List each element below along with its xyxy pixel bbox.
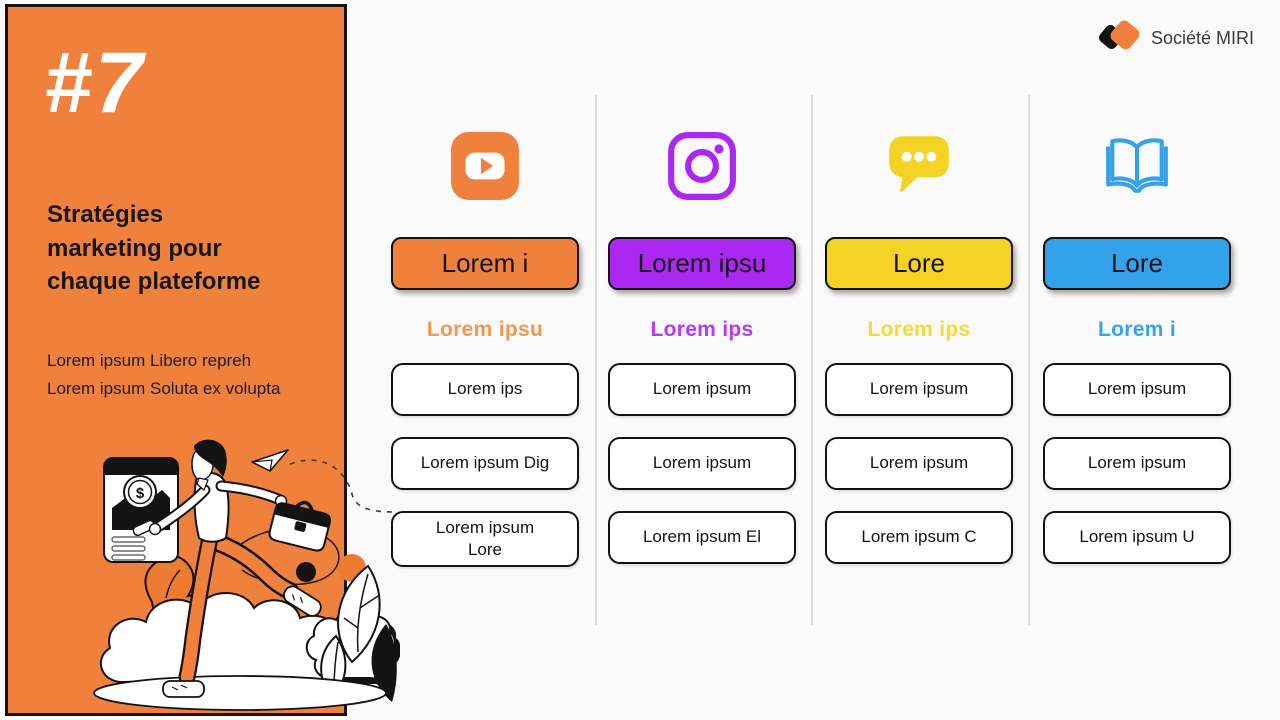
page-title: Stratégies marketing pour chaque platefo… bbox=[47, 201, 261, 296]
platform-button-youtube[interactable]: Lorem i bbox=[391, 237, 579, 290]
marketing-illustration: $ bbox=[93, 439, 400, 711]
list-item[interactable]: Lorem ipsum Lore bbox=[391, 511, 579, 568]
slide-number: #7 bbox=[44, 35, 146, 131]
column-heading: Lorem i bbox=[1098, 318, 1176, 341]
column-divider bbox=[595, 95, 597, 625]
briefcase bbox=[268, 500, 331, 552]
list-item[interactable]: Lorem ipsum bbox=[608, 363, 796, 416]
column-instagram: Lorem ipsu Lorem ips Lorem ipsum Lorem i… bbox=[594, 0, 810, 564]
page-subtitle: Lorem ipsum Libero repreh Lorem ipsum So… bbox=[47, 351, 281, 398]
flight-path bbox=[289, 459, 398, 513]
column-heading: Lorem ipsu bbox=[426, 318, 544, 341]
runner bbox=[132, 439, 322, 698]
column-youtube: Lorem i Lorem ipsu Lorem ips Lorem ipsum… bbox=[377, 0, 593, 568]
youtube-icon bbox=[449, 130, 521, 202]
column-heading: Lorem ips bbox=[650, 318, 754, 341]
book-icon bbox=[1101, 130, 1173, 202]
list-item[interactable]: Lorem ips bbox=[391, 363, 579, 416]
list-item[interactable]: Lorem ipsum bbox=[825, 363, 1013, 416]
invoice-card: $ bbox=[103, 457, 179, 563]
ground bbox=[93, 675, 387, 711]
column-divider bbox=[1028, 95, 1030, 625]
column-heading: Lorem ips bbox=[867, 318, 971, 341]
column-divider bbox=[811, 95, 813, 625]
list-item[interactable]: Lorem ipsum bbox=[608, 437, 796, 490]
list-item[interactable]: Lorem ipsum C bbox=[825, 511, 1013, 564]
logo-text: Société MIRI bbox=[1150, 27, 1254, 48]
list-item[interactable]: Lorem ipsum El bbox=[608, 511, 796, 564]
leaf-shadow bbox=[371, 624, 397, 702]
instagram-icon bbox=[666, 130, 738, 202]
chat-icon bbox=[883, 130, 955, 202]
list-item[interactable]: Lorem ipsum Dig bbox=[391, 437, 579, 490]
list-item[interactable]: Lorem ipsum bbox=[1043, 437, 1231, 490]
paper-plane-icon bbox=[251, 449, 289, 472]
list-item[interactable]: Lorem ipsum bbox=[825, 437, 1013, 490]
platform-button-instagram[interactable]: Lorem ipsu bbox=[608, 237, 796, 290]
logo: Société MIRI bbox=[1096, 18, 1254, 58]
platform-button-chat[interactable]: Lore bbox=[825, 237, 1013, 290]
platform-button-book[interactable]: Lore bbox=[1043, 237, 1231, 290]
column-book: Lore Lorem i Lorem ipsum Lorem ipsum Lor… bbox=[1029, 0, 1245, 564]
list-item[interactable]: Lorem ipsum bbox=[1043, 363, 1231, 416]
black-dot bbox=[296, 562, 316, 582]
column-chat: Lore Lorem ips Lorem ipsum Lorem ipsum L… bbox=[811, 0, 1027, 564]
list-item[interactable]: Lorem ipsum U bbox=[1043, 511, 1231, 564]
leaf-big bbox=[337, 564, 381, 664]
svg-text:$: $ bbox=[136, 485, 145, 502]
